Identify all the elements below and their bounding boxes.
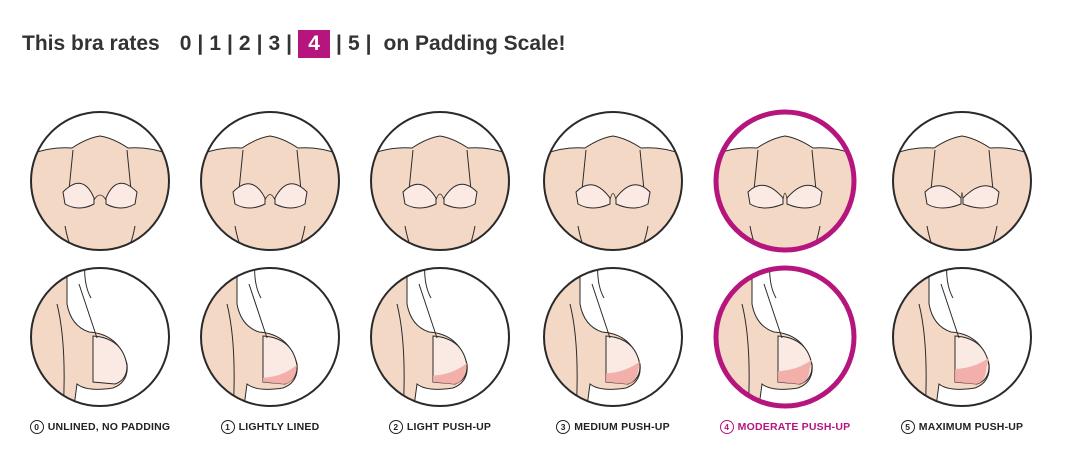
front-view-illustration-4 — [712, 108, 862, 254]
front-view-illustration-0 — [27, 108, 177, 254]
scale-separator: | — [256, 32, 263, 55]
level-number-badge: 1 — [220, 420, 235, 434]
level-name: MEDIUM PUSH-UP — [574, 421, 670, 433]
level-number-badge: 0 — [29, 420, 44, 434]
scale-number-2: 2 — [238, 32, 251, 55]
side-view-illustration-3 — [540, 264, 690, 410]
side-view-illustration-1 — [197, 264, 347, 410]
scale-number-0: 0 — [179, 32, 192, 55]
heading-lead: This bra rates — [22, 32, 160, 55]
front-view-illustration-3 — [540, 108, 690, 254]
scale-separator: | — [365, 32, 372, 55]
scale-separator: | — [336, 32, 342, 55]
level-name: LIGHT PUSH-UP — [406, 421, 492, 433]
level-number-badge: 3 — [556, 420, 571, 434]
heading-trail: on Padding Scale! — [383, 32, 566, 55]
side-view-illustration-2 — [367, 264, 517, 410]
padding-rating-heading: This bra rates 0 | 1 | 2 | 3 | 4 | 5 | o… — [22, 30, 566, 58]
scale-number-5: 5 — [347, 32, 360, 55]
front-view-illustration-5 — [889, 108, 1039, 254]
level-name: MAXIMUM PUSH-UP — [918, 421, 1024, 433]
scale-number-1: 1 — [209, 32, 221, 55]
front-view-illustration-2 — [367, 108, 517, 254]
level-name: UNLINED, NO PADDING — [47, 421, 171, 433]
level-number-badge: 4 — [719, 420, 734, 434]
level-name: MODERATE PUSH-UP — [737, 421, 851, 433]
scale-separator: | — [227, 32, 233, 55]
front-view-illustration-1 — [197, 108, 347, 254]
scale-number-4-selected: 4 — [298, 30, 331, 58]
scale-number-3: 3 — [268, 32, 281, 55]
level-number-badge: 5 — [900, 420, 915, 434]
level-number-badge: 2 — [388, 420, 403, 434]
level-name: LIGHTLY LINED — [238, 421, 320, 433]
side-view-illustration-0 — [27, 264, 177, 410]
side-view-illustration-4 — [712, 264, 862, 410]
side-view-illustration-5 — [889, 264, 1039, 410]
scale-separator: | — [197, 32, 204, 55]
scale-separator: | — [286, 32, 293, 55]
